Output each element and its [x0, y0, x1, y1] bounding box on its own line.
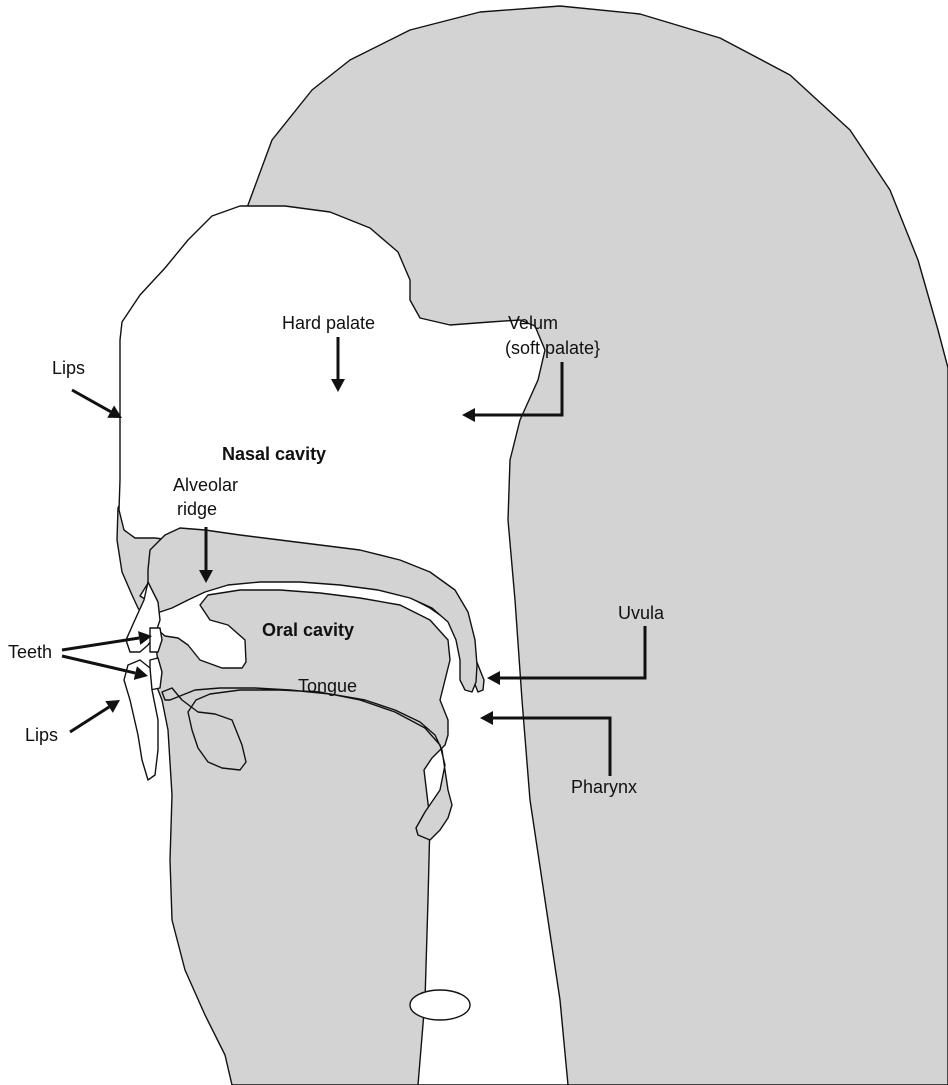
lips-upper-label: Lips — [52, 358, 85, 378]
lips-lower-arrow-line — [70, 707, 109, 732]
tongue-label: Tongue — [298, 676, 357, 696]
pharynx-label: Pharynx — [571, 777, 637, 797]
teeth-arrow-lower-line — [62, 656, 135, 673]
nasal-cavity-label: Nasal cavity — [222, 444, 326, 464]
hard-palate-label: Hard palate — [282, 313, 375, 333]
velum-label-line1: Velum — [508, 313, 558, 333]
lips-upper-arrow — [72, 390, 122, 418]
lips-lower-label: Lips — [25, 725, 58, 745]
lips-upper-arrow-line — [72, 390, 111, 412]
oral-cavity-label: Oral cavity — [262, 620, 354, 640]
teeth-label: Teeth — [8, 642, 52, 662]
uvula-label: Uvula — [618, 603, 665, 623]
velum-label-line2: (soft palate} — [505, 338, 600, 358]
trachea-ring — [410, 990, 470, 1020]
alveolar-ridge-label-line1: Alveolar — [173, 475, 238, 495]
lips-lower-arrow — [70, 700, 120, 732]
alveolar-ridge-label-line2: ridge — [177, 499, 217, 519]
